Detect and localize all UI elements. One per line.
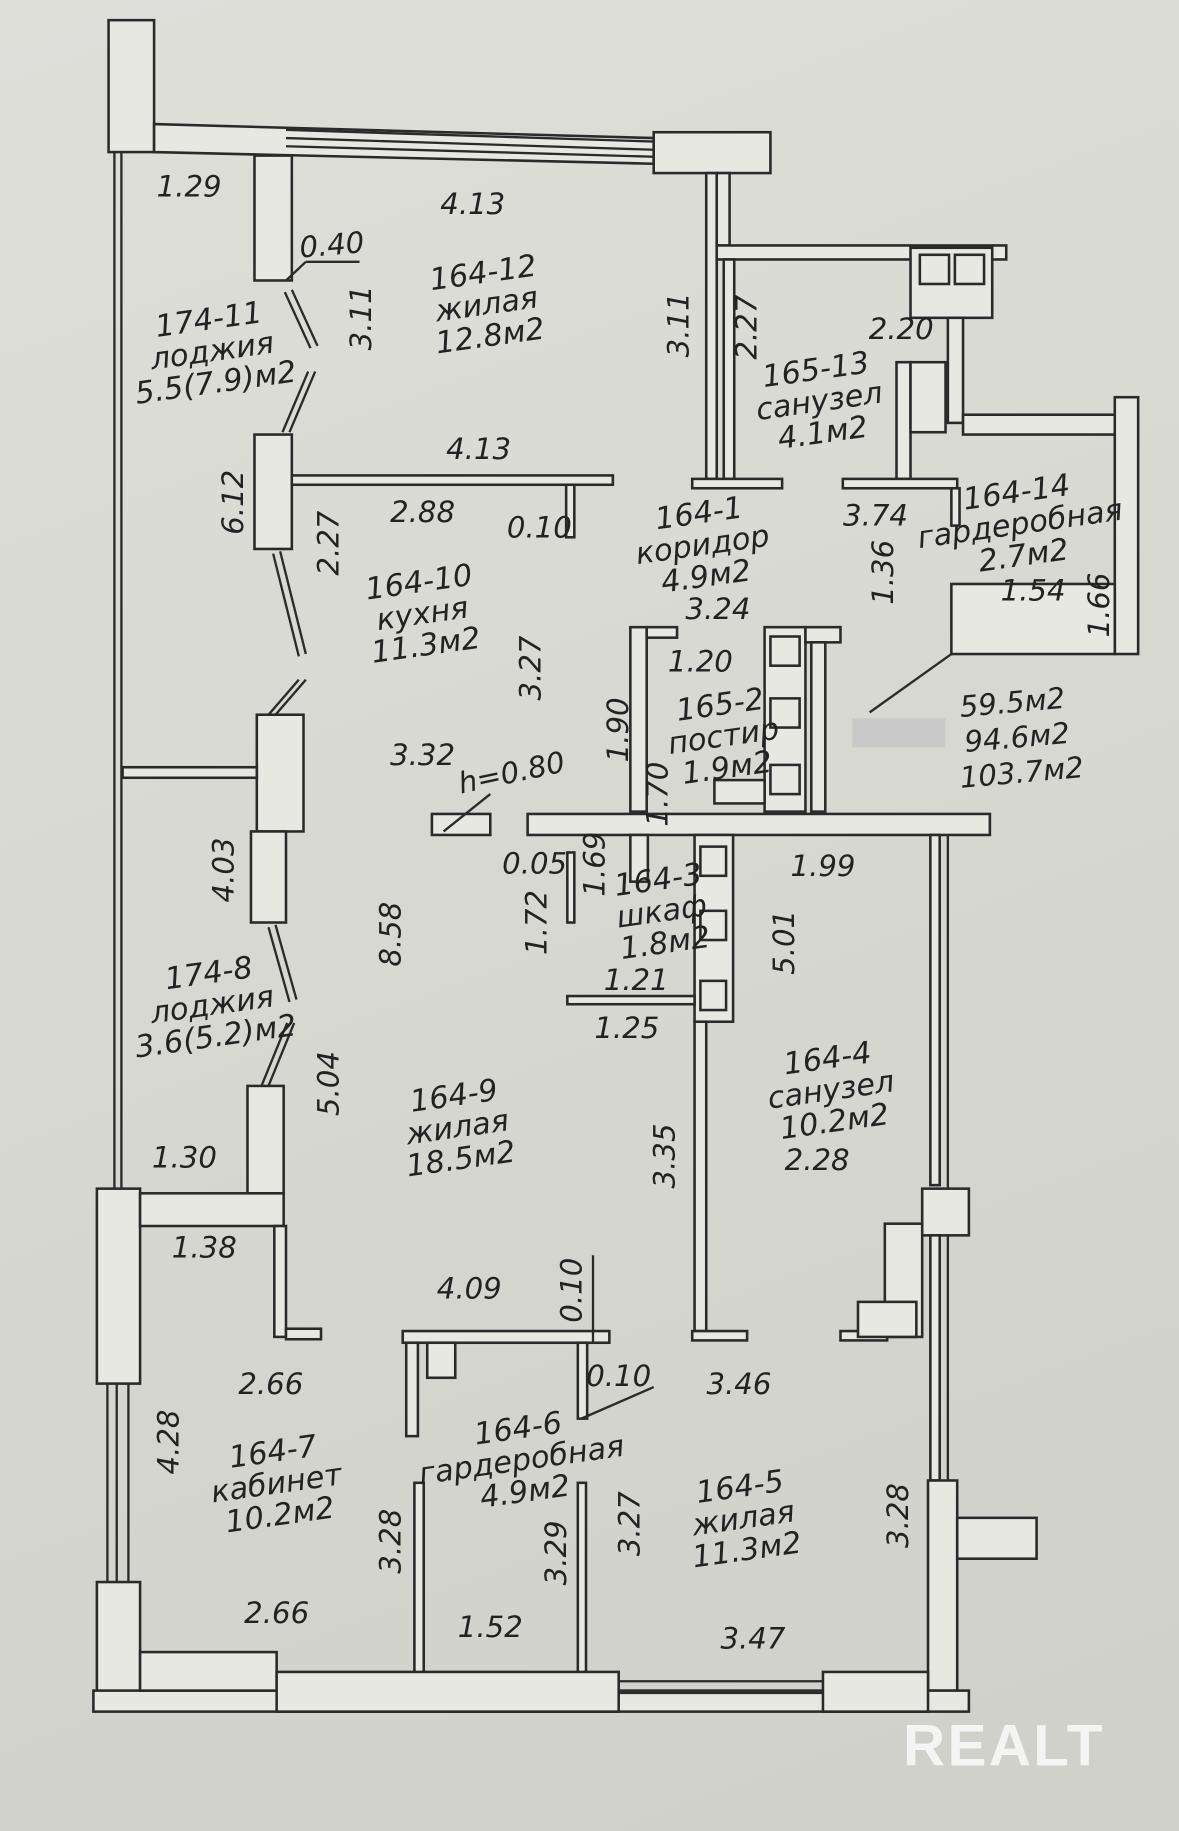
dimension-label: 0.10 (586, 1359, 651, 1393)
dimension-label: 1.29 (157, 169, 222, 203)
dimension-label: 0.10 (554, 1258, 588, 1323)
dimension-label: 3.35 (648, 1123, 682, 1188)
dimension-label: 4.28 (152, 1409, 186, 1474)
dimension-label: 2.88 (390, 495, 455, 529)
dimension-label: 4.13 (440, 187, 505, 221)
dimension-label: 3.27 (613, 1491, 647, 1556)
dimension-label: 3.28 (881, 1483, 915, 1548)
walls (92, 18, 1140, 1713)
dimension-label: 3.74 (843, 499, 908, 533)
dimension-label: 1.21 (604, 963, 669, 997)
dimension-label: 2.66 (238, 1367, 303, 1401)
dimension-label: 3.46 (706, 1367, 771, 1401)
dimension-label: 5.04 (312, 1051, 346, 1116)
dimension-label: 2.66 (244, 1596, 309, 1630)
dimension-label: 3.27 (513, 635, 547, 700)
dimension-label: 1.20 (668, 645, 733, 679)
redacted-box (852, 718, 946, 748)
dimension-label: 4.03 (206, 837, 240, 902)
dimension-label: 8.58 (373, 902, 407, 967)
dimension-label: 6.12 (216, 470, 250, 535)
dimension-label: 0.10 (507, 510, 572, 544)
dimension-label: 1.69 (578, 832, 612, 897)
dimension-label: 1.90 (601, 697, 635, 762)
dimension-label: 1.36 (866, 540, 900, 605)
dimension-label: 2.27 (312, 510, 346, 575)
dimension-label: 1.38 (172, 1231, 237, 1265)
dimension-label: 1.30 (152, 1141, 217, 1175)
dimension-label: h=0.80 (455, 745, 568, 801)
dimension-label: 1.25 (594, 1011, 659, 1045)
dimension-label: 3.28 (373, 1509, 407, 1574)
dimension-label: 1.66 (1082, 573, 1116, 638)
dimension-label: 3.29 (539, 1520, 573, 1585)
dimension-label: 3.11 (344, 285, 378, 350)
dimension-label: 0.05 (502, 846, 567, 880)
dimension-label: 5.01 (767, 910, 801, 975)
dimension-label: 3.24 (685, 592, 750, 626)
dimension-label: 1.72 (519, 890, 553, 955)
dimension-label: 1.52 (458, 1610, 523, 1644)
dimension-label: 0.40 (298, 225, 366, 265)
dimension-label: 3.32 (390, 738, 455, 772)
dimension-label: 4.09 (437, 1271, 502, 1305)
dimension-label: 2.27 (729, 294, 763, 359)
dimension-label: 1.99 (790, 849, 855, 883)
realt-watermark: REALT (903, 1713, 1105, 1778)
dimension-label: 2.20 (869, 312, 934, 346)
dimension-label: 4.13 (446, 432, 511, 466)
dimension-label: 3.47 (720, 1622, 785, 1656)
labels: 174-11лоджия5.5(7.9)м2164-12жилая12.8м21… (133, 169, 1125, 1655)
dimension-label: 1.70 (641, 762, 675, 827)
dimension-label: 3.11 (662, 292, 696, 357)
dimension-label: 1.54 (1001, 573, 1066, 607)
dimension-label: 2.28 (785, 1143, 850, 1177)
